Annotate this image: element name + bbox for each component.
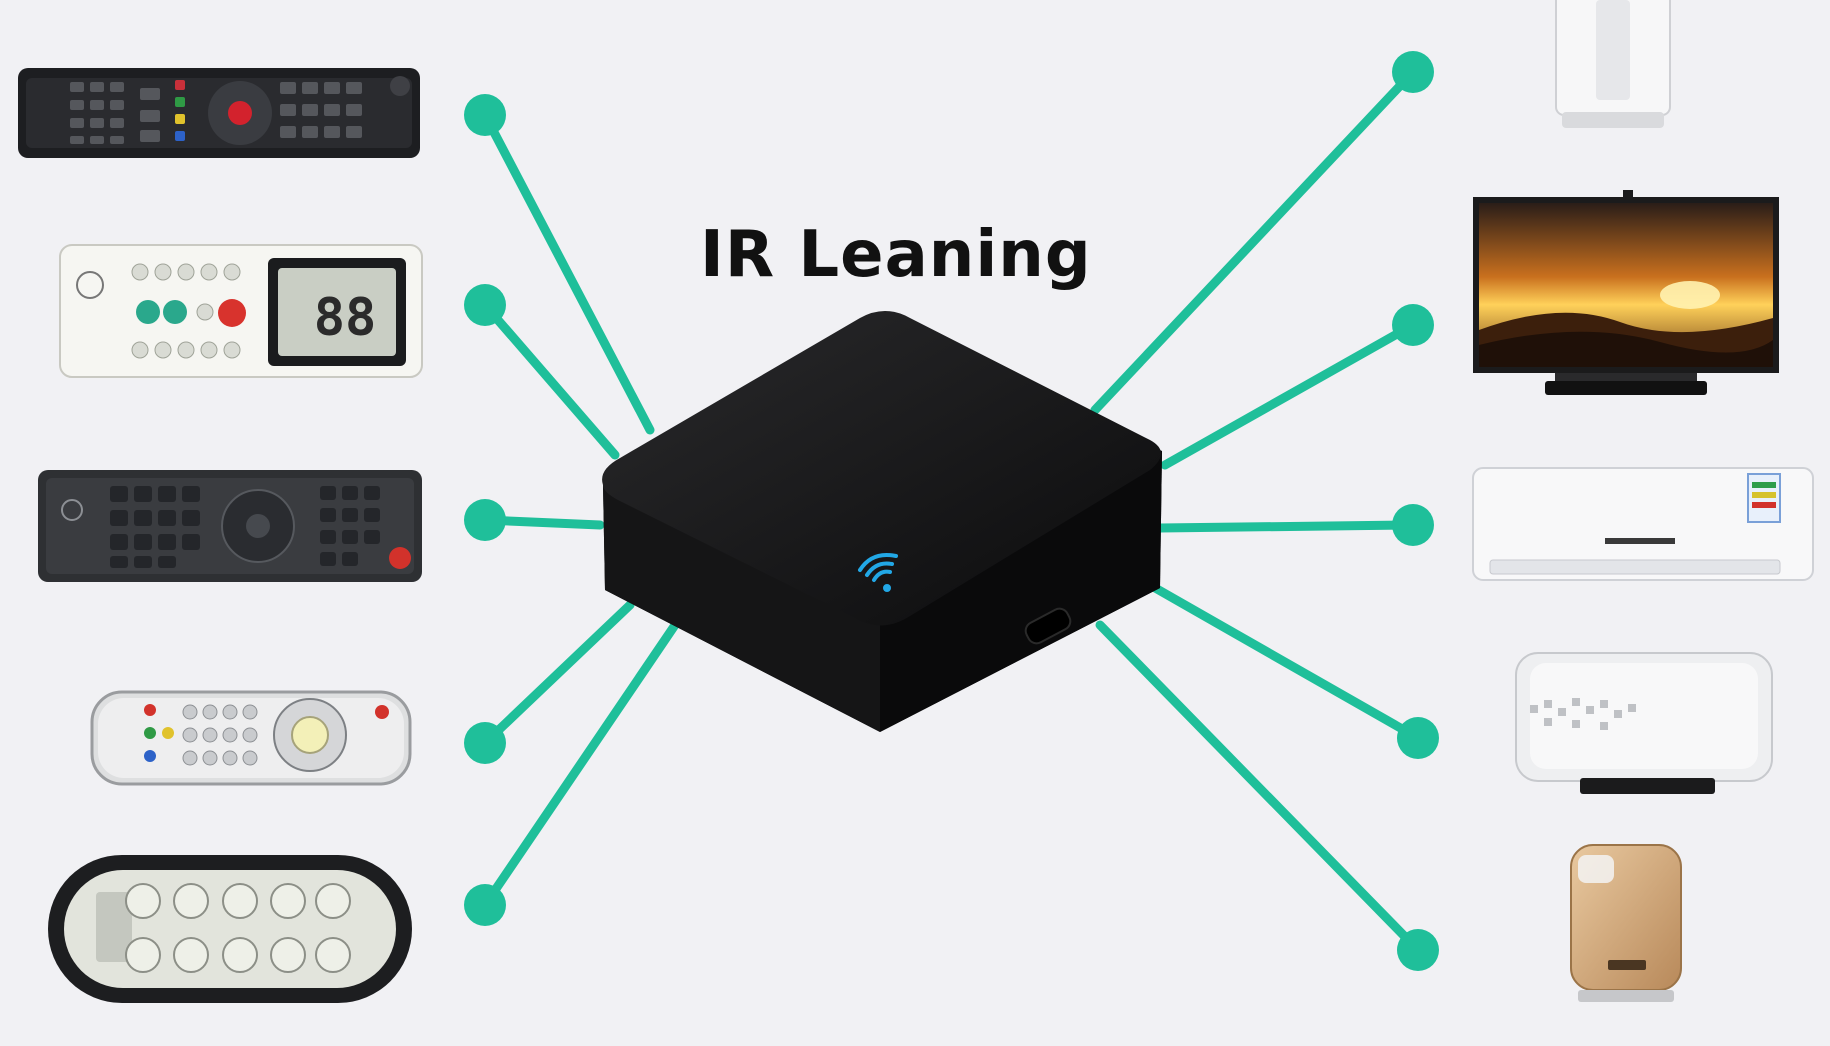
water-heater: [1515, 652, 1773, 794]
connector-dot: [1397, 717, 1439, 759]
ac-remote-white: 88: [59, 244, 423, 378]
connector-dots: [464, 51, 1439, 971]
air-purifier-gold: [1570, 844, 1682, 1002]
connector-line: [480, 600, 635, 748]
cable-remote-silver: [90, 690, 412, 786]
fan-remote-oval: [48, 855, 412, 1003]
connector-dot: [1392, 51, 1434, 93]
connector-dot: [464, 94, 506, 136]
connector-dot: [1392, 304, 1434, 346]
svg-text:88: 88: [314, 288, 377, 348]
connector-dot: [464, 884, 506, 926]
air-purifier-tower: [1555, 0, 1671, 128]
connector-dot: [464, 284, 506, 326]
connector-dot: [464, 499, 506, 541]
connector-line: [480, 110, 655, 435]
connector-line: [1090, 67, 1418, 415]
set-top-box-remote: [38, 470, 422, 582]
connector-dot: [464, 722, 506, 764]
page-title: IR Leaning: [700, 218, 1092, 292]
tv-remote-long: [18, 68, 420, 158]
air-conditioner: [1472, 467, 1814, 581]
connector-lines: [480, 67, 1423, 955]
connector-line: [480, 300, 620, 460]
wifi-icon: [858, 553, 898, 592]
connector-line: [1145, 580, 1423, 743]
connector-line: [1095, 620, 1423, 955]
television: [1473, 190, 1779, 395]
ir-blaster-hub: [602, 311, 1162, 732]
connector-line: [1160, 320, 1418, 470]
connector-line: [1155, 520, 1418, 533]
connector-dot: [1397, 929, 1439, 971]
connector-line: [480, 620, 680, 910]
connector-dot: [1392, 504, 1434, 546]
